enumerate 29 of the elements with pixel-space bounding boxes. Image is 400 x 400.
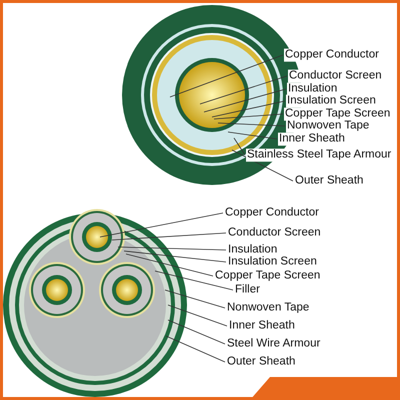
leader-line xyxy=(234,138,246,156)
leader-line xyxy=(100,212,224,238)
leader-line xyxy=(200,76,288,104)
leader-line xyxy=(228,132,278,140)
leader-line xyxy=(126,254,214,276)
part-label: Copper Conductor xyxy=(224,206,320,220)
part-label: Nonwoven Tape xyxy=(226,302,310,314)
part-label: Copper Tape Screen xyxy=(214,270,322,282)
leader-line xyxy=(218,122,286,126)
leader-line xyxy=(168,304,228,326)
part-label: Insulation Screen xyxy=(286,94,377,108)
part-label: Insulation xyxy=(287,82,338,96)
part-label: Conductor Screen xyxy=(288,70,383,82)
leader-line xyxy=(212,100,286,118)
part-label: Inner Sheath xyxy=(278,132,346,146)
leader-line xyxy=(166,336,226,362)
part-label: Stainless Steel Tape Armour xyxy=(246,148,392,162)
leader-line xyxy=(214,114,284,120)
leader-line xyxy=(118,246,226,250)
leader-line xyxy=(154,270,234,290)
leader-line xyxy=(124,250,226,262)
leader-line xyxy=(164,290,226,308)
leader-line xyxy=(168,320,226,344)
part-label: Copper Tape Screen xyxy=(284,108,392,120)
leader-line xyxy=(204,88,286,112)
part-label: Nonwoven Tape xyxy=(286,120,370,132)
leader-line xyxy=(112,232,226,240)
leader-line xyxy=(170,54,284,98)
part-label: Copper Conductor xyxy=(284,48,380,62)
